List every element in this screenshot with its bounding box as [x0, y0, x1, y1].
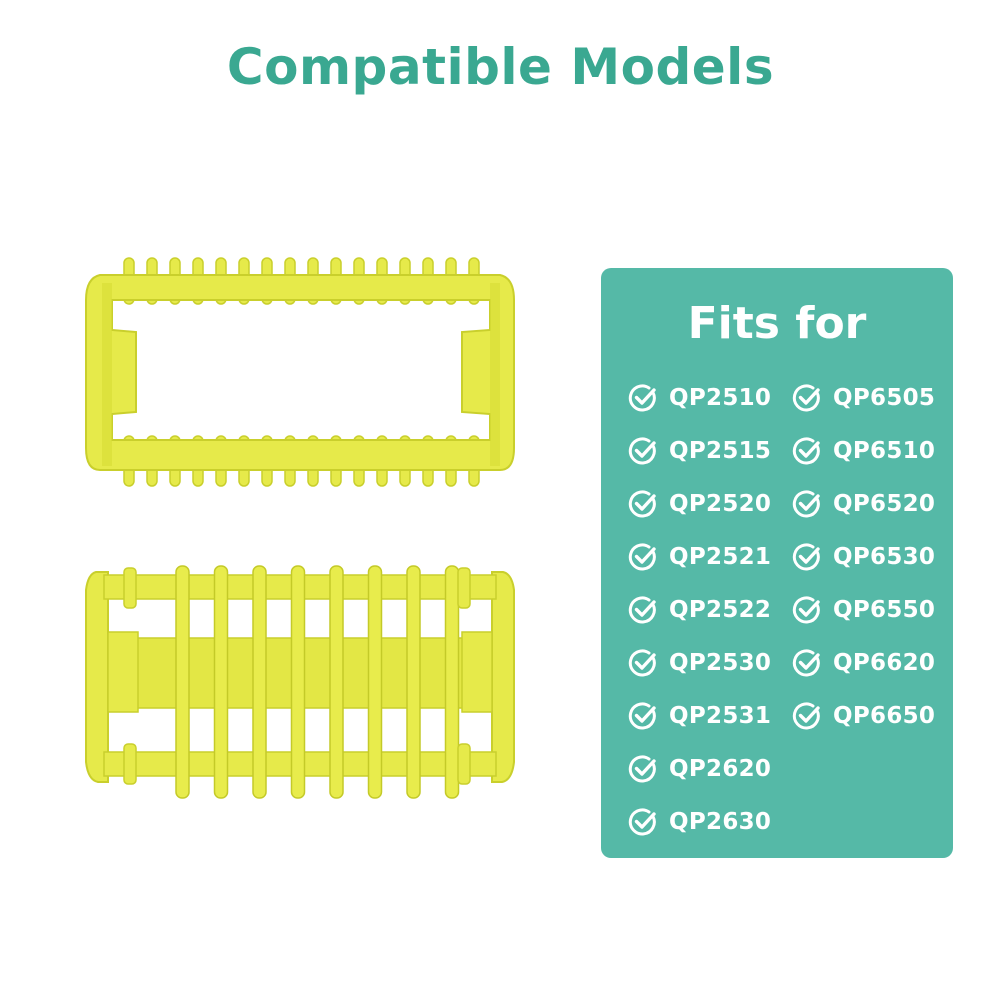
model-label: QP2620	[669, 755, 772, 782]
check-circle-icon	[628, 543, 656, 570]
model-label: QP2630	[669, 808, 772, 835]
model-item: QP6530	[791, 530, 935, 583]
model-label: QP2522	[669, 596, 772, 623]
check-circle-icon	[628, 808, 656, 835]
check-circle-icon	[628, 437, 656, 464]
comb-tooth	[252, 565, 267, 799]
comb-tooth	[444, 565, 460, 799]
check-circle-icon	[628, 649, 656, 676]
check-circle-icon	[792, 649, 820, 676]
model-label: QP6520	[833, 490, 936, 517]
comb-tooth	[329, 565, 344, 799]
fits-for-heading: Fits for	[687, 298, 867, 349]
model-item: QP6505	[791, 371, 935, 424]
model-item: QP6650	[791, 689, 935, 742]
model-label: QP2515	[669, 437, 772, 464]
model-item: QP2510	[627, 371, 771, 424]
model-list-left: QP2510 QP2515 QP2520 QP2521 QP2522 QP253…	[627, 371, 771, 848]
model-item: QP2515	[627, 424, 771, 477]
model-item: QP2630	[627, 795, 771, 848]
check-circle-icon	[792, 543, 820, 570]
model-item: QP2531	[627, 689, 771, 742]
model-item: QP6620	[791, 636, 935, 689]
model-label: QP2531	[669, 702, 772, 729]
model-item: QP6510	[791, 424, 935, 477]
model-label: QP6650	[833, 702, 936, 729]
check-circle-icon	[792, 384, 820, 411]
check-circle-icon	[628, 755, 656, 782]
compatibility-panel: Fits for QP2510 QP2515 QP2520 QP2521 QP2…	[601, 268, 953, 858]
page-title: Compatible Models	[226, 38, 775, 96]
long-comb-attachment	[85, 565, 515, 799]
comb-tooth	[175, 565, 190, 799]
model-label: QP6620	[833, 649, 936, 676]
comb-tooth	[367, 565, 383, 799]
comb-tooth	[290, 565, 306, 799]
model-item: QP6550	[791, 583, 935, 636]
model-item: QP2620	[627, 742, 771, 795]
check-circle-icon	[792, 702, 820, 729]
model-label: QP6530	[833, 543, 936, 570]
comb-tooth	[406, 565, 421, 799]
model-item: QP2521	[627, 530, 771, 583]
model-label: QP2521	[669, 543, 772, 570]
model-item: QP2522	[627, 583, 771, 636]
check-circle-icon	[792, 596, 820, 623]
model-item: QP6520	[791, 477, 935, 530]
model-item: QP2520	[627, 477, 771, 530]
model-label: QP6550	[833, 596, 936, 623]
check-circle-icon	[628, 596, 656, 623]
model-item: QP2530	[627, 636, 771, 689]
comb-tooth	[213, 565, 229, 799]
model-label: QP6510	[833, 437, 936, 464]
model-label: QP2530	[669, 649, 772, 676]
check-circle-icon	[792, 490, 820, 517]
model-list-right: QP6505 QP6510 QP6520 QP6530 QP6550 QP662…	[791, 371, 935, 742]
model-label: QP6505	[833, 384, 936, 411]
check-circle-icon	[628, 490, 656, 517]
model-label: QP2520	[669, 490, 772, 517]
short-comb-attachment	[85, 257, 515, 487]
check-circle-icon	[628, 384, 656, 411]
check-circle-icon	[628, 702, 656, 729]
model-label: QP2510	[669, 384, 772, 411]
check-circle-icon	[792, 437, 820, 464]
